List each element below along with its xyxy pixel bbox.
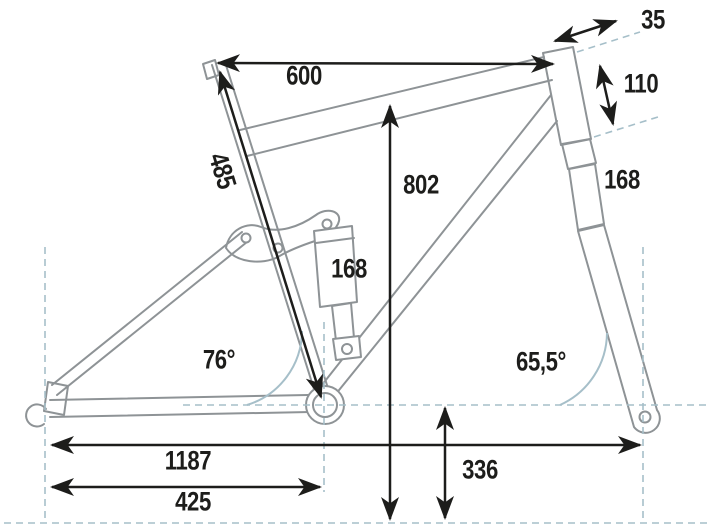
frame-fork-stanchion — [568, 163, 605, 231]
frame-chainstay — [49, 394, 309, 401]
dim-label-bb-height: 336 — [462, 454, 498, 485]
frame-seatstay — [56, 241, 248, 396]
shock-eyelet-hole — [341, 343, 353, 355]
frame-seatstay — [51, 231, 243, 386]
dim-label-top-span: 600 — [286, 60, 322, 91]
frame-seat-collar — [202, 59, 220, 80]
rocker-pivot — [240, 232, 252, 244]
shock-shaft — [331, 302, 355, 342]
frame-fork-lowers — [577, 224, 661, 434]
seat-angle-arc — [246, 330, 303, 406]
angle-label-head-tube: 65,5° — [516, 346, 566, 377]
frame-rear-dropout-hook — [25, 403, 47, 428]
dim-arrow-110 — [596, 64, 617, 126]
dim-label-chainstay: 425 — [175, 486, 211, 517]
frame-fork-crown — [561, 138, 597, 170]
head-angle-arc — [559, 332, 608, 406]
rocker-pivot — [321, 218, 333, 230]
guide-lines — [4, 31, 708, 524]
frame-rear-dropout — [43, 381, 69, 416]
dim-label-fork: 168 — [604, 164, 640, 195]
frame-chainstay — [49, 411, 311, 418]
front-axle — [638, 410, 652, 424]
head-tube-bottom-guide-line — [593, 115, 662, 138]
frame-down-tube — [330, 120, 558, 401]
dim-label-shock: 168 — [331, 253, 367, 284]
dim-label-wheelbase: 1187 — [164, 445, 212, 476]
bottom-bracket — [312, 392, 338, 418]
dim-label-standover: 802 — [403, 169, 439, 200]
dim-arrow-485 — [217, 70, 324, 399]
dimension-arrows — [50, 19, 642, 521]
dim-arrow-600 — [216, 54, 555, 73]
dim-arrow-35 — [553, 19, 618, 43]
head-tube-top-guide-line — [576, 31, 641, 53]
dim-label-head-tube: 110 — [623, 68, 659, 99]
angle-label-seat-tube: 76° — [202, 344, 236, 375]
dim-label-head-offset: 35 — [641, 4, 665, 35]
dim-label-seat-tube: 485 — [202, 149, 243, 193]
